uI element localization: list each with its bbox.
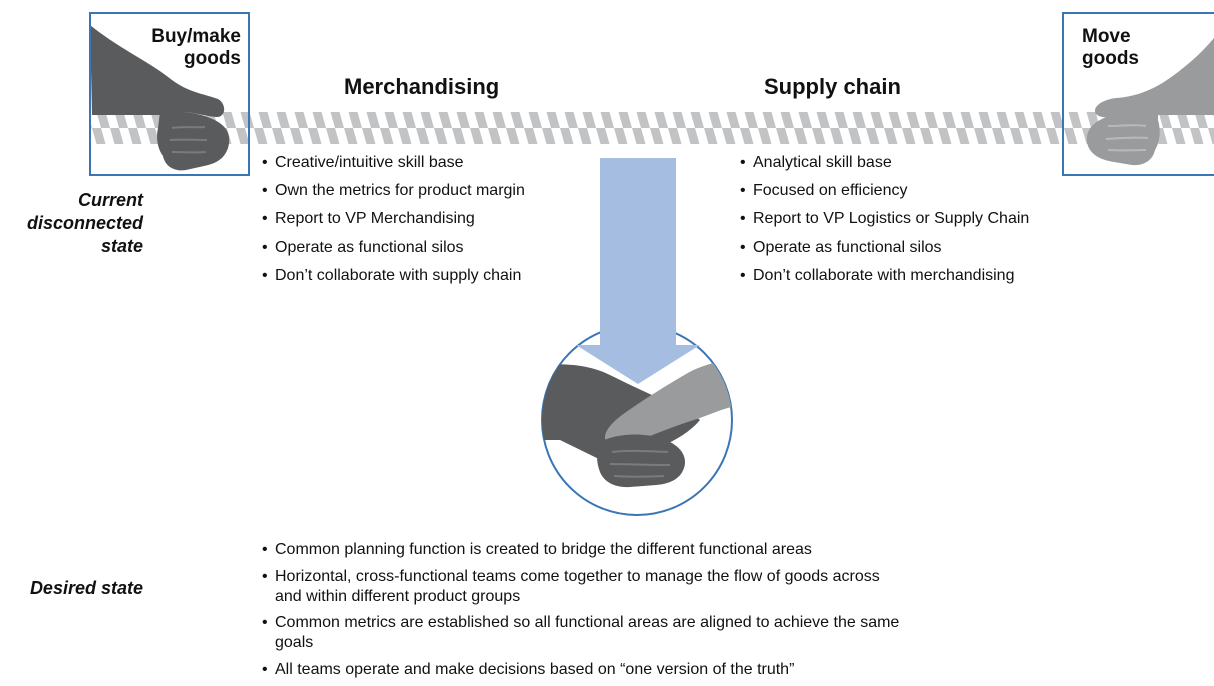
- right-box: [1062, 12, 1214, 176]
- list-item: Don’t collaborate with supply chain: [262, 266, 525, 286]
- right-box-label-line2: goods: [1082, 48, 1139, 69]
- list-item: Operate as functional silos: [262, 238, 525, 258]
- left-box-label-line1: Buy/make: [151, 26, 241, 47]
- list-item: Operate as functional silos: [740, 238, 1029, 258]
- list-item: Report to VP Logistics or Supply Chain: [740, 209, 1029, 229]
- desired-state-label: Desired state: [29, 578, 143, 598]
- supply-chain-heading: Supply chain: [764, 74, 901, 99]
- list-item: Focused on efficiency: [740, 181, 1029, 201]
- list-item: All teams operate and make decisions bas…: [262, 660, 902, 680]
- list-item: Common planning function is created to b…: [262, 540, 902, 560]
- current-state-line3: state: [100, 236, 143, 256]
- left-hand-icon: [90, 25, 230, 171]
- merchandising-heading: Merchandising: [344, 74, 500, 99]
- left-box: [89, 12, 250, 176]
- desired-state-bullet-list: Common planning function is created to b…: [262, 540, 902, 686]
- list-item: Horizontal, cross-functional teams come …: [262, 567, 902, 607]
- handshake-icon: [542, 360, 732, 488]
- right-box-label: Move goods: [1082, 26, 1142, 70]
- list-item: Don’t collaborate with merchandising: [740, 266, 1029, 286]
- down-arrow-icon: [576, 158, 700, 384]
- list-item: Analytical skill base: [740, 153, 1029, 173]
- list-item: Report to VP Merchandising: [262, 209, 525, 229]
- merchandising-bullet-list: Creative/intuitive skill base Own the me…: [262, 153, 525, 294]
- list-item: Creative/intuitive skill base: [262, 153, 525, 173]
- left-box-label-line2: goods: [184, 48, 241, 69]
- current-state-line1: Current: [77, 190, 143, 210]
- right-hand-icon: [1086, 38, 1214, 166]
- rope-icon: [90, 112, 1214, 144]
- current-state-line2: disconnected: [26, 213, 143, 233]
- list-item: Common metrics are established so all fu…: [262, 613, 902, 653]
- left-box-label: Buy/make goods: [130, 26, 241, 70]
- current-state-label: Current disconnected state: [0, 189, 143, 258]
- right-box-label-line1: Move: [1082, 26, 1131, 47]
- supply-chain-bullet-list: Analytical skill base Focused on efficie…: [740, 153, 1029, 294]
- list-item: Own the metrics for product margin: [262, 181, 525, 201]
